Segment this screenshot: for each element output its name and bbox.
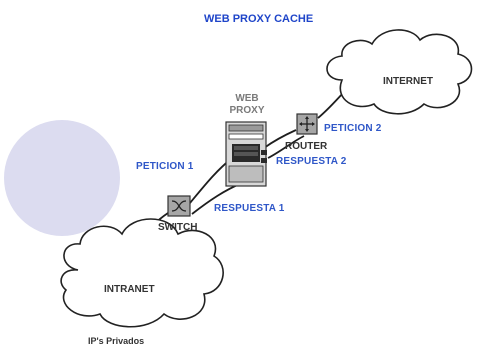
diagram-title: WEB PROXY CACHE [204, 13, 314, 25]
intranet-label: INTRANET [104, 284, 155, 295]
proxy-router-link-respuesta [267, 135, 305, 159]
switch-label: SWITCH [158, 222, 198, 233]
peticion-2-label: PETICION 2 [324, 123, 382, 134]
cloud-icon [60, 218, 224, 328]
respuesta-2-label: RESPUESTA 2 [276, 156, 347, 167]
private-ips-label: IP's Privados [88, 336, 145, 346]
internet-label: INTERNET [383, 76, 433, 87]
web-proxy-label: WEB PROXY [229, 94, 265, 116]
router-label: ROUTER [285, 141, 328, 152]
web-proxy-label-line1: WEB [235, 93, 259, 104]
proxy-router-link-peticion [263, 129, 297, 149]
decorative-circle [4, 120, 120, 236]
respuesta-1-label: RESPUESTA 1 [214, 203, 285, 214]
web-proxy-label-line2: PROXY [229, 105, 265, 116]
peticion-1-label: PETICION 1 [136, 161, 194, 172]
connection-lines [121, 89, 347, 259]
server-icon [225, 121, 267, 187]
router-icon [296, 113, 318, 135]
switch-icon [167, 195, 191, 217]
cloud-icon [326, 29, 473, 115]
